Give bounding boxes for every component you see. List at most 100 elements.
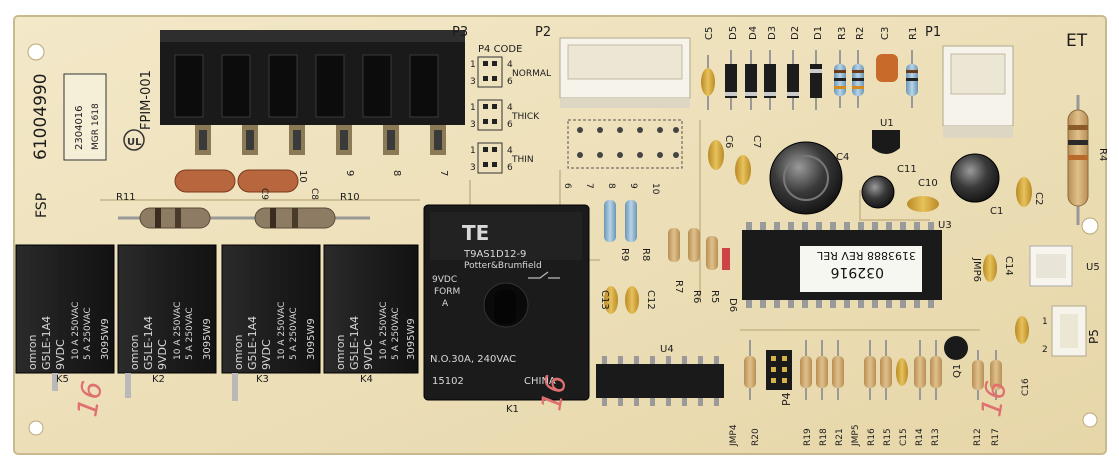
svg-text:3: 3 <box>470 163 476 173</box>
svg-text:8: 8 <box>606 183 616 189</box>
svg-text:C16: C16 <box>1021 378 1031 396</box>
svg-text:JMP4: JMP4 <box>729 424 739 447</box>
mount-hole <box>28 420 44 436</box>
svg-text:3: 3 <box>470 120 476 130</box>
svg-text:C11: C11 <box>897 164 917 175</box>
svg-text:R9: R9 <box>619 248 630 261</box>
svg-text:9: 9 <box>344 170 355 176</box>
svg-text:G5LE-1A4: G5LE-1A4 <box>40 316 53 370</box>
mount-hole <box>1082 412 1098 428</box>
svg-text:D2: D2 <box>790 26 801 40</box>
svg-text:9VDC: 9VDC <box>260 339 273 370</box>
svg-text:16: 16 <box>534 372 573 413</box>
svg-text:6: 6 <box>507 163 513 173</box>
ref-r11: R11 <box>116 192 136 203</box>
svg-text:5 A 250VAC: 5 A 250VAC <box>391 307 401 360</box>
svg-text:5 A 250VAC: 5 A 250VAC <box>185 307 195 360</box>
power-resistor <box>118 207 370 229</box>
ic-u4 <box>596 356 724 406</box>
svg-text:C5: C5 <box>704 27 715 40</box>
ref-u3: U3 <box>938 220 952 231</box>
svg-text:10 A 250VAC: 10 A 250VAC <box>277 302 287 360</box>
p3-label: P3 <box>452 25 468 40</box>
svg-text:5 A 250VAC: 5 A 250VAC <box>289 307 299 360</box>
svg-text:R21: R21 <box>835 428 845 446</box>
ref-c8: C8 <box>309 188 319 200</box>
svg-text:R18: R18 <box>819 428 829 446</box>
svg-text:R12: R12 <box>973 428 983 446</box>
svg-text:10: 10 <box>650 183 660 195</box>
svg-text:R8: R8 <box>640 248 651 261</box>
p5-label: P5 <box>1087 329 1101 344</box>
svg-text:NORMAL: NORMAL <box>512 69 551 79</box>
svg-text:3095W9: 3095W9 <box>306 318 317 360</box>
ref-k5: K5 <box>56 374 69 385</box>
p2-label: P2 <box>535 25 551 40</box>
svg-text:TE: TE <box>462 221 489 245</box>
svg-text:16: 16 <box>70 378 109 419</box>
svg-text:MGR 1618: MGR 1618 <box>91 103 101 150</box>
svg-text:THICK: THICK <box>511 112 540 122</box>
svg-text:3095W9: 3095W9 <box>406 318 417 360</box>
ref-k3: K3 <box>256 374 269 385</box>
connector-p5[interactable] <box>1051 305 1087 357</box>
svg-text:7: 7 <box>584 183 594 189</box>
svg-text:9VDC: 9VDC <box>54 339 67 370</box>
p4-label: P4 <box>780 392 793 406</box>
svg-text:9VDC: 9VDC <box>156 339 169 370</box>
svg-text:3095W9: 3095W9 <box>100 318 111 360</box>
svg-text:R17: R17 <box>991 428 1001 446</box>
svg-text:THIN: THIN <box>511 155 534 165</box>
svg-text:R19: R19 <box>803 428 813 446</box>
svg-text:6: 6 <box>507 77 513 87</box>
svg-text:R13: R13 <box>931 428 941 446</box>
ref-c9: C9 <box>259 188 269 200</box>
svg-text:R5: R5 <box>709 290 720 303</box>
svg-text:FORM: FORM <box>434 287 460 297</box>
svg-text:4: 4 <box>507 103 513 113</box>
svg-text:C12: C12 <box>645 290 656 310</box>
p1-label: P1 <box>925 25 941 40</box>
svg-text:D3: D3 <box>767 26 778 40</box>
centre-refdes: R9 R8 R7 R6 R5 D6 C13 C12 JMP6 C14 <box>599 248 1014 312</box>
ref-u1: U1 <box>880 118 894 129</box>
ref-s1: S1 <box>564 331 575 341</box>
svg-text:omron: omron <box>232 335 245 370</box>
relay-k5: omron G5LE-1A4 9VDC 10 A 250VAC 5 A 250V… <box>15 244 115 391</box>
connector-p2[interactable] <box>559 37 691 169</box>
svg-text:9VDC: 9VDC <box>362 339 375 370</box>
svg-text:C7: C7 <box>751 135 762 148</box>
svg-text:C10: C10 <box>918 178 938 189</box>
svg-text:C3: C3 <box>880 27 891 40</box>
svg-text:4: 4 <box>507 146 513 156</box>
svg-text:6: 6 <box>507 120 513 130</box>
svg-text:C6: C6 <box>723 135 734 148</box>
svg-text:10 A 250VAC: 10 A 250VAC <box>173 302 183 360</box>
relay-k2: omron G5LE-1A4 9VDC 10 A 250VAC 5 A 250V… <box>117 244 217 398</box>
svg-text:1: 1 <box>470 146 476 156</box>
ref-k2: K2 <box>152 374 165 385</box>
svg-text:C13: C13 <box>599 290 610 310</box>
svg-text:7: 7 <box>438 170 449 176</box>
svg-text:omron: omron <box>26 335 39 370</box>
svg-text:D5: D5 <box>728 26 739 40</box>
ref-q1: Q1 <box>952 364 963 378</box>
capacitor-cluster <box>708 95 1089 225</box>
svg-text:6: 6 <box>562 183 572 189</box>
svg-text:JMP6: JMP6 <box>971 257 982 282</box>
svg-text:2304016: 2304016 <box>74 105 85 150</box>
svg-text:10 A 250VAC: 10 A 250VAC <box>379 302 389 360</box>
jumper-p4[interactable] <box>766 350 792 390</box>
svg-text:T9AS1D12-9: T9AS1D12-9 <box>463 249 526 260</box>
svg-text:N.O.30A, 240VAC: N.O.30A, 240VAC <box>430 354 516 365</box>
svg-text:5 A 250VAC: 5 A 250VAC <box>83 307 93 360</box>
relay-k3: omron G5LE-1A4 9VDC 10 A 250VAC 5 A 250V… <box>221 244 321 401</box>
connector-p3[interactable] <box>160 30 465 155</box>
svg-text:3193888 REV REL: 3193888 REV REL <box>816 249 916 262</box>
svg-text:3: 3 <box>470 77 476 87</box>
svg-text:C1: C1 <box>990 206 1003 217</box>
connector-p1[interactable] <box>942 45 1014 138</box>
ul-mark-icon: UL <box>123 129 145 151</box>
svg-text:C14: C14 <box>1003 256 1014 276</box>
